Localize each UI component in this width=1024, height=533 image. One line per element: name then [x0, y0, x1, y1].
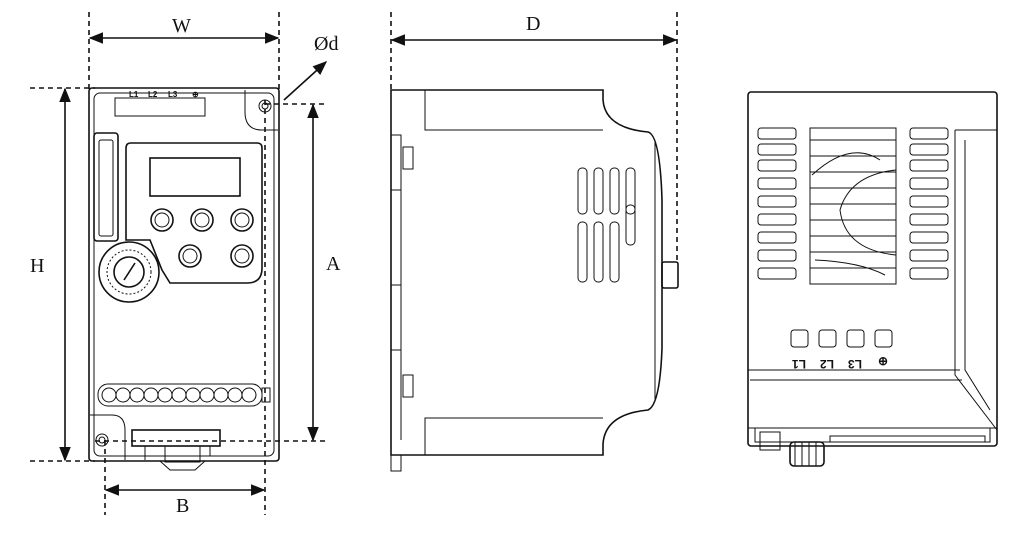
bottom-view: L1 L2 L3 ⊕	[747, 91, 998, 467]
depth-label: D	[526, 13, 540, 35]
side-vents	[577, 167, 636, 283]
bottom-vents	[757, 127, 949, 285]
mount-vertical-label: A	[326, 253, 341, 275]
bottom-terminal-l2: L2	[820, 357, 834, 371]
front-terminal-l3: L3	[168, 90, 178, 99]
front-terminal-ground: ⊕	[192, 90, 199, 99]
front-terminal-l1: L1	[129, 90, 139, 99]
front-view: W H A B Ød L1 L2 L3 ⊕	[30, 12, 341, 517]
bottom-terminal-block: L1 L2 L3 ⊕	[790, 329, 893, 371]
keypad-buttons	[150, 208, 254, 268]
display-window	[149, 157, 241, 197]
front-terminal-l2: L2	[148, 90, 158, 99]
bottom-terminal-l3: L3	[848, 357, 862, 371]
mount-horizontal-label: B	[176, 495, 189, 517]
hole-diameter-label: Ød	[314, 33, 338, 55]
height-label: H	[30, 255, 44, 277]
width-label: W	[172, 15, 191, 37]
potentiometer-knob	[98, 241, 160, 303]
control-terminal-row	[97, 383, 271, 407]
side-view: D	[390, 12, 679, 472]
bottom-terminal-l1: L1	[792, 357, 806, 371]
bottom-terminal-ground: ⊕	[878, 354, 888, 368]
